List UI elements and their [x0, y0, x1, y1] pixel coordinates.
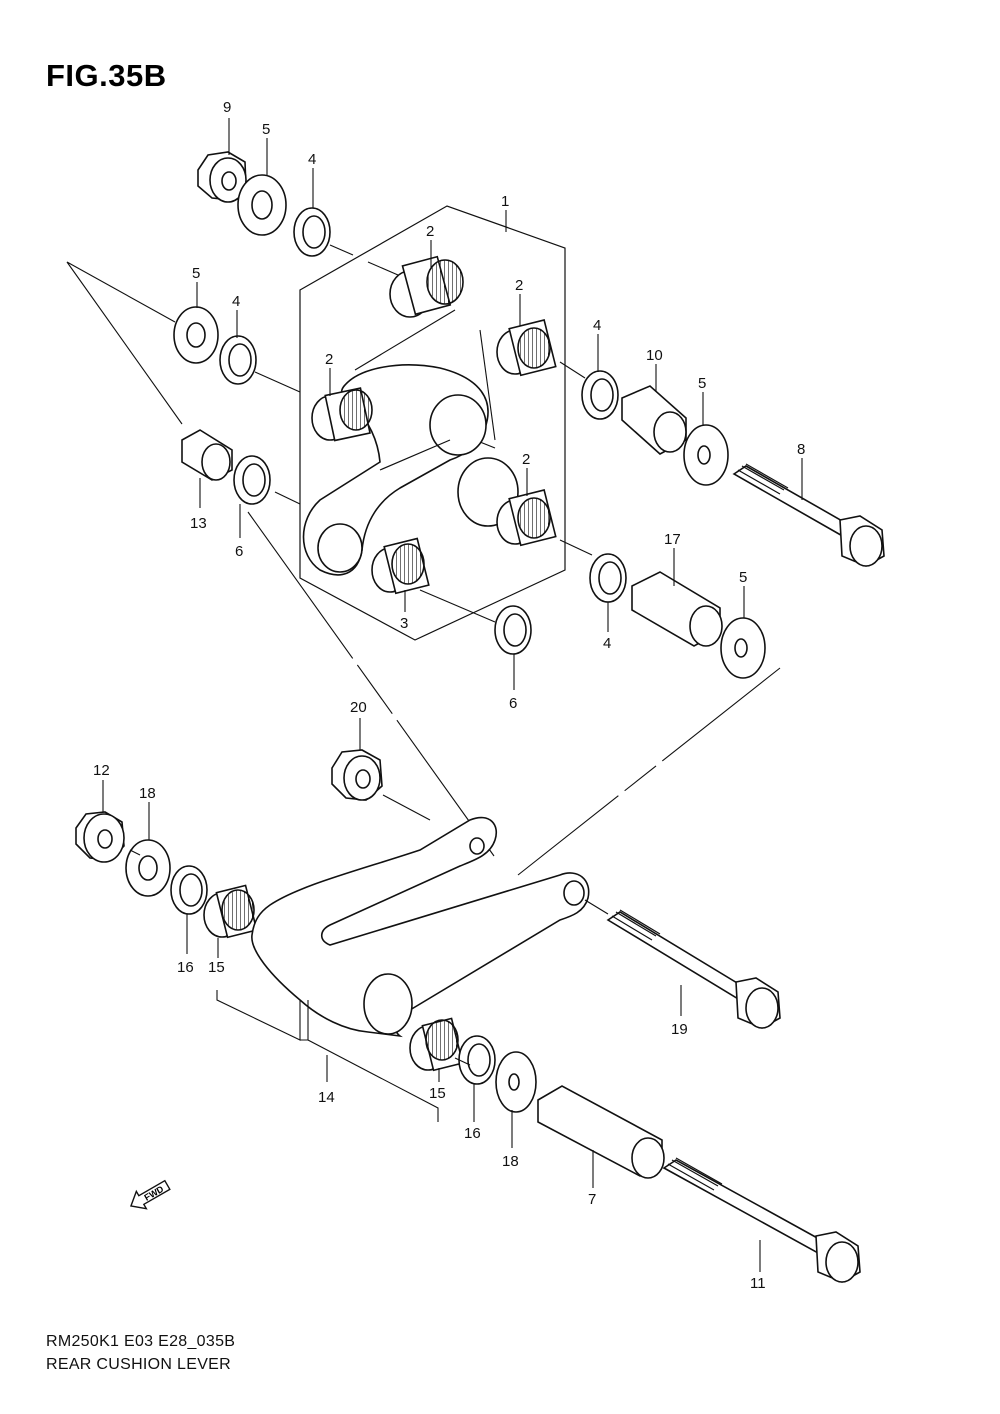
bearing-3[interactable] [371, 537, 430, 595]
bolt-19[interactable] [606, 909, 781, 1029]
callout-4[interactable]: 4 [603, 635, 611, 652]
callout-leaders [102, 118, 803, 1272]
axis-line-4 [274, 491, 301, 505]
callout-17[interactable]: 17 [664, 531, 681, 548]
axis-line-10 [479, 329, 496, 441]
callout-16[interactable]: 16 [464, 1125, 481, 1142]
callout-18[interactable]: 18 [139, 785, 156, 802]
washer-5-right-lower[interactable] [720, 617, 766, 679]
callout-20[interactable]: 20 [350, 699, 367, 716]
axis-line-5 [559, 361, 586, 379]
callout-2[interactable]: 2 [522, 451, 530, 468]
callout-6[interactable]: 6 [509, 695, 517, 712]
callout-3[interactable]: 3 [400, 615, 408, 632]
callout-5[interactable]: 5 [739, 569, 747, 586]
seal-16-upper[interactable] [170, 865, 208, 915]
callout-14[interactable]: 14 [318, 1089, 335, 1106]
axis-line-6 [559, 539, 593, 556]
nut-12[interactable] [75, 811, 125, 863]
figure-name: REAR CUSHION LEVER [46, 1356, 231, 1373]
callout-5[interactable]: 5 [192, 265, 200, 282]
figure-title: FIG.35B [46, 58, 167, 93]
bearing-2-top[interactable] [389, 255, 464, 318]
axis-line-1 [329, 244, 354, 256]
axis-line-12 [129, 849, 141, 856]
washer-5-top[interactable] [237, 174, 287, 236]
seal-4-right-upper[interactable] [581, 370, 619, 420]
callout-6[interactable]: 6 [235, 543, 243, 560]
callout-13[interactable]: 13 [190, 515, 207, 532]
seal-4-right-lower[interactable] [589, 553, 627, 603]
washer-18-upper[interactable] [125, 839, 171, 897]
callout-1[interactable]: 1 [501, 193, 509, 210]
axis-line-13 [584, 899, 609, 915]
callout-8[interactable]: 8 [797, 441, 805, 458]
callout-2[interactable]: 2 [325, 351, 333, 368]
callout-labels: 9 5 4 1 2 5 4 2 4 10 2 5 8 2 13 6 17 5 3… [93, 99, 805, 1292]
bearing-2-right-lower[interactable] [496, 489, 557, 547]
callout-10[interactable]: 10 [646, 347, 663, 364]
seal-6-left[interactable] [233, 455, 271, 505]
bearing-15-upper[interactable] [203, 884, 258, 939]
bolt-8[interactable] [732, 463, 885, 567]
axis-line-14 [454, 1057, 471, 1066]
figure-code: RM250K1 E03 E28_035B [46, 1333, 236, 1350]
bolt-11[interactable] [662, 1157, 861, 1283]
callout-4[interactable]: 4 [593, 317, 601, 334]
cushion-link[interactable] [302, 364, 519, 576]
collar-10[interactable] [621, 385, 687, 455]
callout-15[interactable]: 15 [429, 1085, 446, 1102]
collar-7[interactable] [537, 1085, 665, 1179]
bearing-2-left[interactable] [311, 387, 373, 442]
collar-13[interactable] [181, 429, 233, 481]
callout-7[interactable]: 7 [588, 1191, 596, 1208]
callout-5[interactable]: 5 [262, 121, 270, 138]
callout-2[interactable]: 2 [515, 277, 523, 294]
collar-17[interactable] [631, 571, 723, 647]
bearing-15-lower[interactable] [409, 1017, 464, 1072]
axis-line-11 [382, 794, 431, 821]
callout-11[interactable]: 11 [750, 1275, 766, 1292]
seal-16-lower[interactable] [458, 1035, 496, 1085]
callout-19[interactable]: 19 [671, 1021, 688, 1038]
nut-20[interactable] [331, 749, 383, 801]
seal-4-top[interactable] [293, 207, 331, 257]
callout-4[interactable]: 4 [232, 293, 240, 310]
cushion-lever[interactable] [251, 816, 590, 1038]
callout-18[interactable]: 18 [502, 1153, 519, 1170]
washer-5-left[interactable] [173, 306, 219, 364]
leader-washer-to-link [247, 511, 495, 857]
callout-9[interactable]: 9 [223, 99, 231, 116]
callout-15[interactable]: 15 [208, 959, 225, 976]
axis-line-2 [367, 261, 399, 276]
leader-group-left [66, 261, 183, 425]
callout-16[interactable]: 16 [177, 959, 194, 976]
bracket-14 [216, 990, 439, 1122]
leader-right-to-link [517, 667, 781, 876]
nut-9[interactable] [197, 151, 247, 203]
fwd-arrow-icon: FWD [130, 1179, 171, 1210]
callout-12[interactable]: 12 [93, 762, 110, 779]
washer-5-right-upper[interactable] [683, 424, 729, 486]
callout-4[interactable]: 4 [308, 151, 316, 168]
assembly-box-outline [299, 205, 566, 641]
washer-18-lower[interactable] [495, 1051, 537, 1113]
axis-line-7 [419, 589, 496, 623]
axis-line-3 [254, 371, 301, 393]
seal-6-bottom[interactable] [494, 605, 532, 655]
callout-2[interactable]: 2 [426, 223, 434, 240]
callout-5[interactable]: 5 [698, 375, 706, 392]
bearing-2-right-upper[interactable] [496, 319, 557, 377]
seal-4-left[interactable] [219, 335, 257, 385]
axis-line-9 [354, 309, 456, 371]
